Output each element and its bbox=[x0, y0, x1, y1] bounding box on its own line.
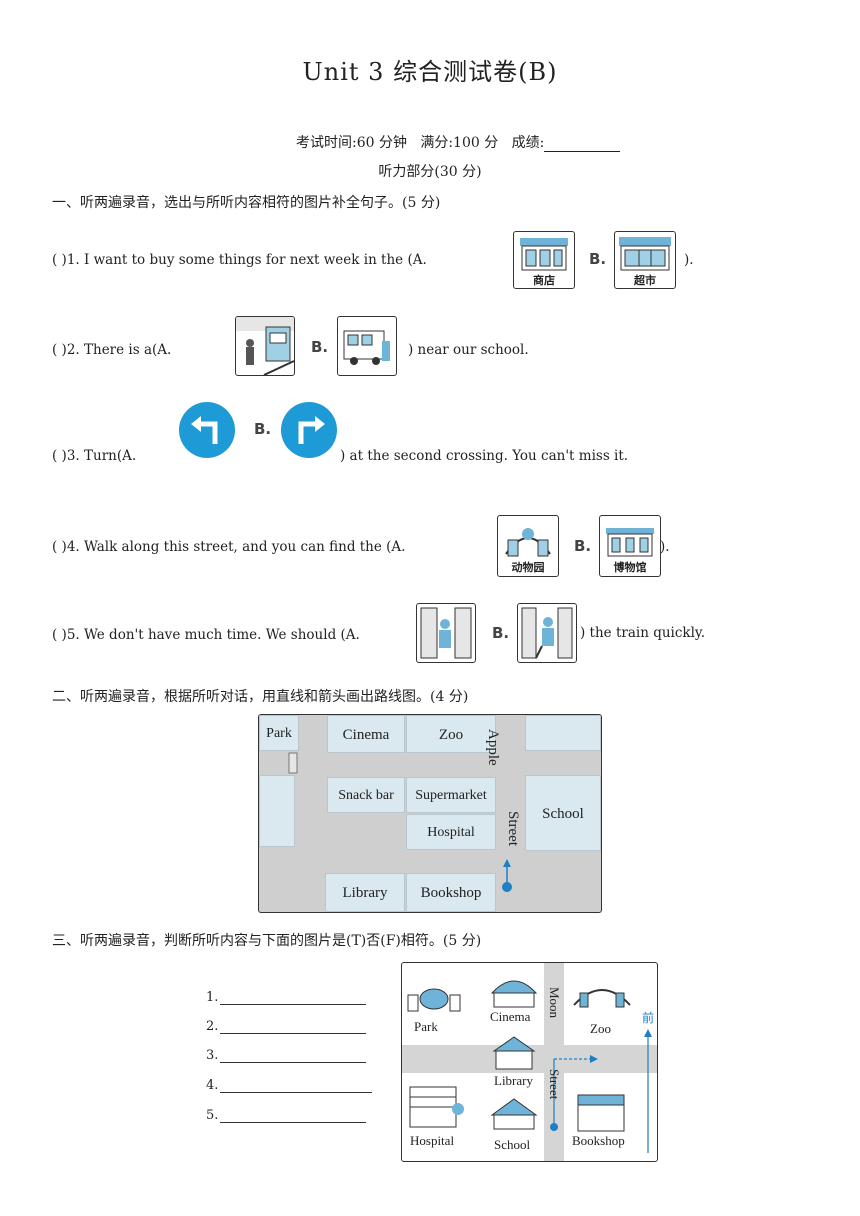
exam-time: 考试时间:60 分钟 bbox=[296, 135, 407, 151]
page-title: Unit 3 综合测试卷(B) bbox=[302, 58, 558, 86]
zoo-icon bbox=[505, 528, 551, 557]
map-park-area bbox=[259, 775, 295, 847]
answer-line-5[interactable]: 5. bbox=[206, 1108, 367, 1123]
map-zoo: Zoo bbox=[406, 715, 496, 753]
q3-option-a-image[interactable] bbox=[177, 400, 237, 460]
answer-number: 5. bbox=[206, 1108, 219, 1123]
q1-option-b-label: B. bbox=[589, 250, 607, 268]
q5-option-b-label: B. bbox=[492, 624, 510, 642]
shop-icon bbox=[520, 238, 568, 271]
q5-option-a-image[interactable] bbox=[416, 603, 476, 663]
section2-heading: 二、听两遍录音，根据所听对话，用直线和箭头画出路线图。(4 分) bbox=[52, 689, 469, 705]
map-supermarket: Supermarket bbox=[406, 777, 496, 813]
q2-option-b-image[interactable] bbox=[337, 316, 397, 376]
q4-option-b-label: B. bbox=[574, 537, 592, 555]
q4-suffix: ). bbox=[660, 539, 670, 555]
q1-option-a-image[interactable]: 商店 bbox=[513, 231, 575, 289]
q4-a-caption: 动物园 bbox=[511, 561, 545, 574]
town-school: School bbox=[494, 1137, 531, 1152]
q2-option-b-label: B. bbox=[311, 338, 329, 356]
answer-number: 3. bbox=[206, 1048, 219, 1063]
get-off-train-icon bbox=[521, 607, 573, 659]
q5-option-b-image[interactable] bbox=[517, 603, 577, 663]
bus-station-icon bbox=[343, 330, 390, 365]
answer-number: 1. bbox=[206, 990, 219, 1005]
q3-option-b-label: B. bbox=[254, 420, 272, 438]
museum-icon bbox=[606, 528, 654, 557]
answer-number: 4. bbox=[206, 1078, 219, 1093]
map-park: Park bbox=[259, 715, 299, 751]
route-map[interactable]: Park Cinema Zoo Snack bar Supermarket Ho… bbox=[258, 714, 602, 913]
q2-suffix: ) near our school. bbox=[408, 342, 529, 358]
q3-suffix: ) at the second crossing. You can't miss… bbox=[340, 448, 629, 464]
q4-option-b-image[interactable]: 博物馆 bbox=[599, 515, 661, 577]
town-cinema: Cinema bbox=[490, 1009, 531, 1024]
town-zoo: Zoo bbox=[590, 1021, 611, 1036]
town-hospital: Hospital bbox=[410, 1133, 455, 1148]
q1-b-caption: 超市 bbox=[634, 274, 656, 287]
q4-option-a-image[interactable]: 动物园 bbox=[497, 515, 559, 577]
map-school: School bbox=[525, 775, 601, 851]
section3-heading: 三、听两遍录音，判断所听内容与下面的图片是(T)否(F)相符。(5 分) bbox=[52, 933, 482, 949]
map-corner-block bbox=[525, 715, 601, 751]
route-start-arrow bbox=[288, 752, 512, 892]
question-1: ( )1. I want to buy some things for next… bbox=[52, 252, 427, 268]
answer-line-1[interactable]: 1. bbox=[206, 990, 367, 1005]
q5-suffix: ) the train quickly. bbox=[580, 625, 706, 641]
exam-meta: 考试时间:60 分钟 满分:100 分 成绩: bbox=[296, 132, 621, 152]
answer-line-2[interactable]: 2. bbox=[206, 1019, 367, 1034]
map-cinema: Cinema bbox=[327, 715, 405, 753]
q1-suffix: ). bbox=[684, 252, 694, 268]
town-park: Park bbox=[414, 1019, 438, 1034]
town-library: Library bbox=[494, 1073, 533, 1088]
question-5: ( )5. We don't have much time. We should… bbox=[52, 627, 360, 643]
town-map[interactable]: Park Cinema Zoo Library Hospital School … bbox=[401, 962, 658, 1162]
q3-option-b-image[interactable] bbox=[279, 400, 339, 460]
q1-a-caption: 商店 bbox=[533, 274, 555, 287]
grade-blank[interactable] bbox=[544, 137, 621, 152]
grade-label: 成绩: bbox=[511, 135, 545, 151]
question-4: ( )4. Walk along this street, and you ca… bbox=[52, 539, 406, 555]
train-station-icon bbox=[236, 317, 294, 375]
answer-line-4[interactable]: 4. bbox=[206, 1078, 373, 1093]
town-street-name-1: Moon bbox=[547, 987, 562, 1019]
town-bookshop: Bookshop bbox=[572, 1133, 625, 1148]
map-bookshop: Bookshop bbox=[406, 873, 496, 912]
map-snack-bar: Snack bar bbox=[327, 777, 405, 813]
listening-label: 听力部分(30 分) bbox=[378, 164, 482, 180]
section1-heading: 一、听两遍录音，选出与所听内容相符的图片补全句子。(5 分) bbox=[52, 195, 441, 211]
q1-option-b-image[interactable]: 超市 bbox=[614, 231, 676, 289]
town-map-roads bbox=[402, 963, 657, 1161]
q2-option-a-image[interactable] bbox=[235, 316, 295, 376]
question-2: ( )2. There is a(A. bbox=[52, 342, 172, 358]
answer-number: 2. bbox=[206, 1019, 219, 1034]
q4-b-caption: 博物馆 bbox=[613, 561, 647, 574]
answer-line-3[interactable]: 3. bbox=[206, 1048, 367, 1063]
forward-label: 前 bbox=[642, 1011, 655, 1025]
turn-right-icon bbox=[281, 402, 337, 458]
map-library: Library bbox=[325, 873, 405, 912]
get-on-train-icon bbox=[420, 607, 472, 659]
town-street-name-2: Street bbox=[547, 1069, 562, 1100]
supermarket-icon bbox=[619, 237, 671, 271]
full-score: 满分:100 分 bbox=[420, 135, 499, 151]
turn-left-icon bbox=[179, 402, 235, 458]
map-hospital: Hospital bbox=[406, 814, 496, 850]
question-3: ( )3. Turn(A. bbox=[52, 448, 137, 464]
